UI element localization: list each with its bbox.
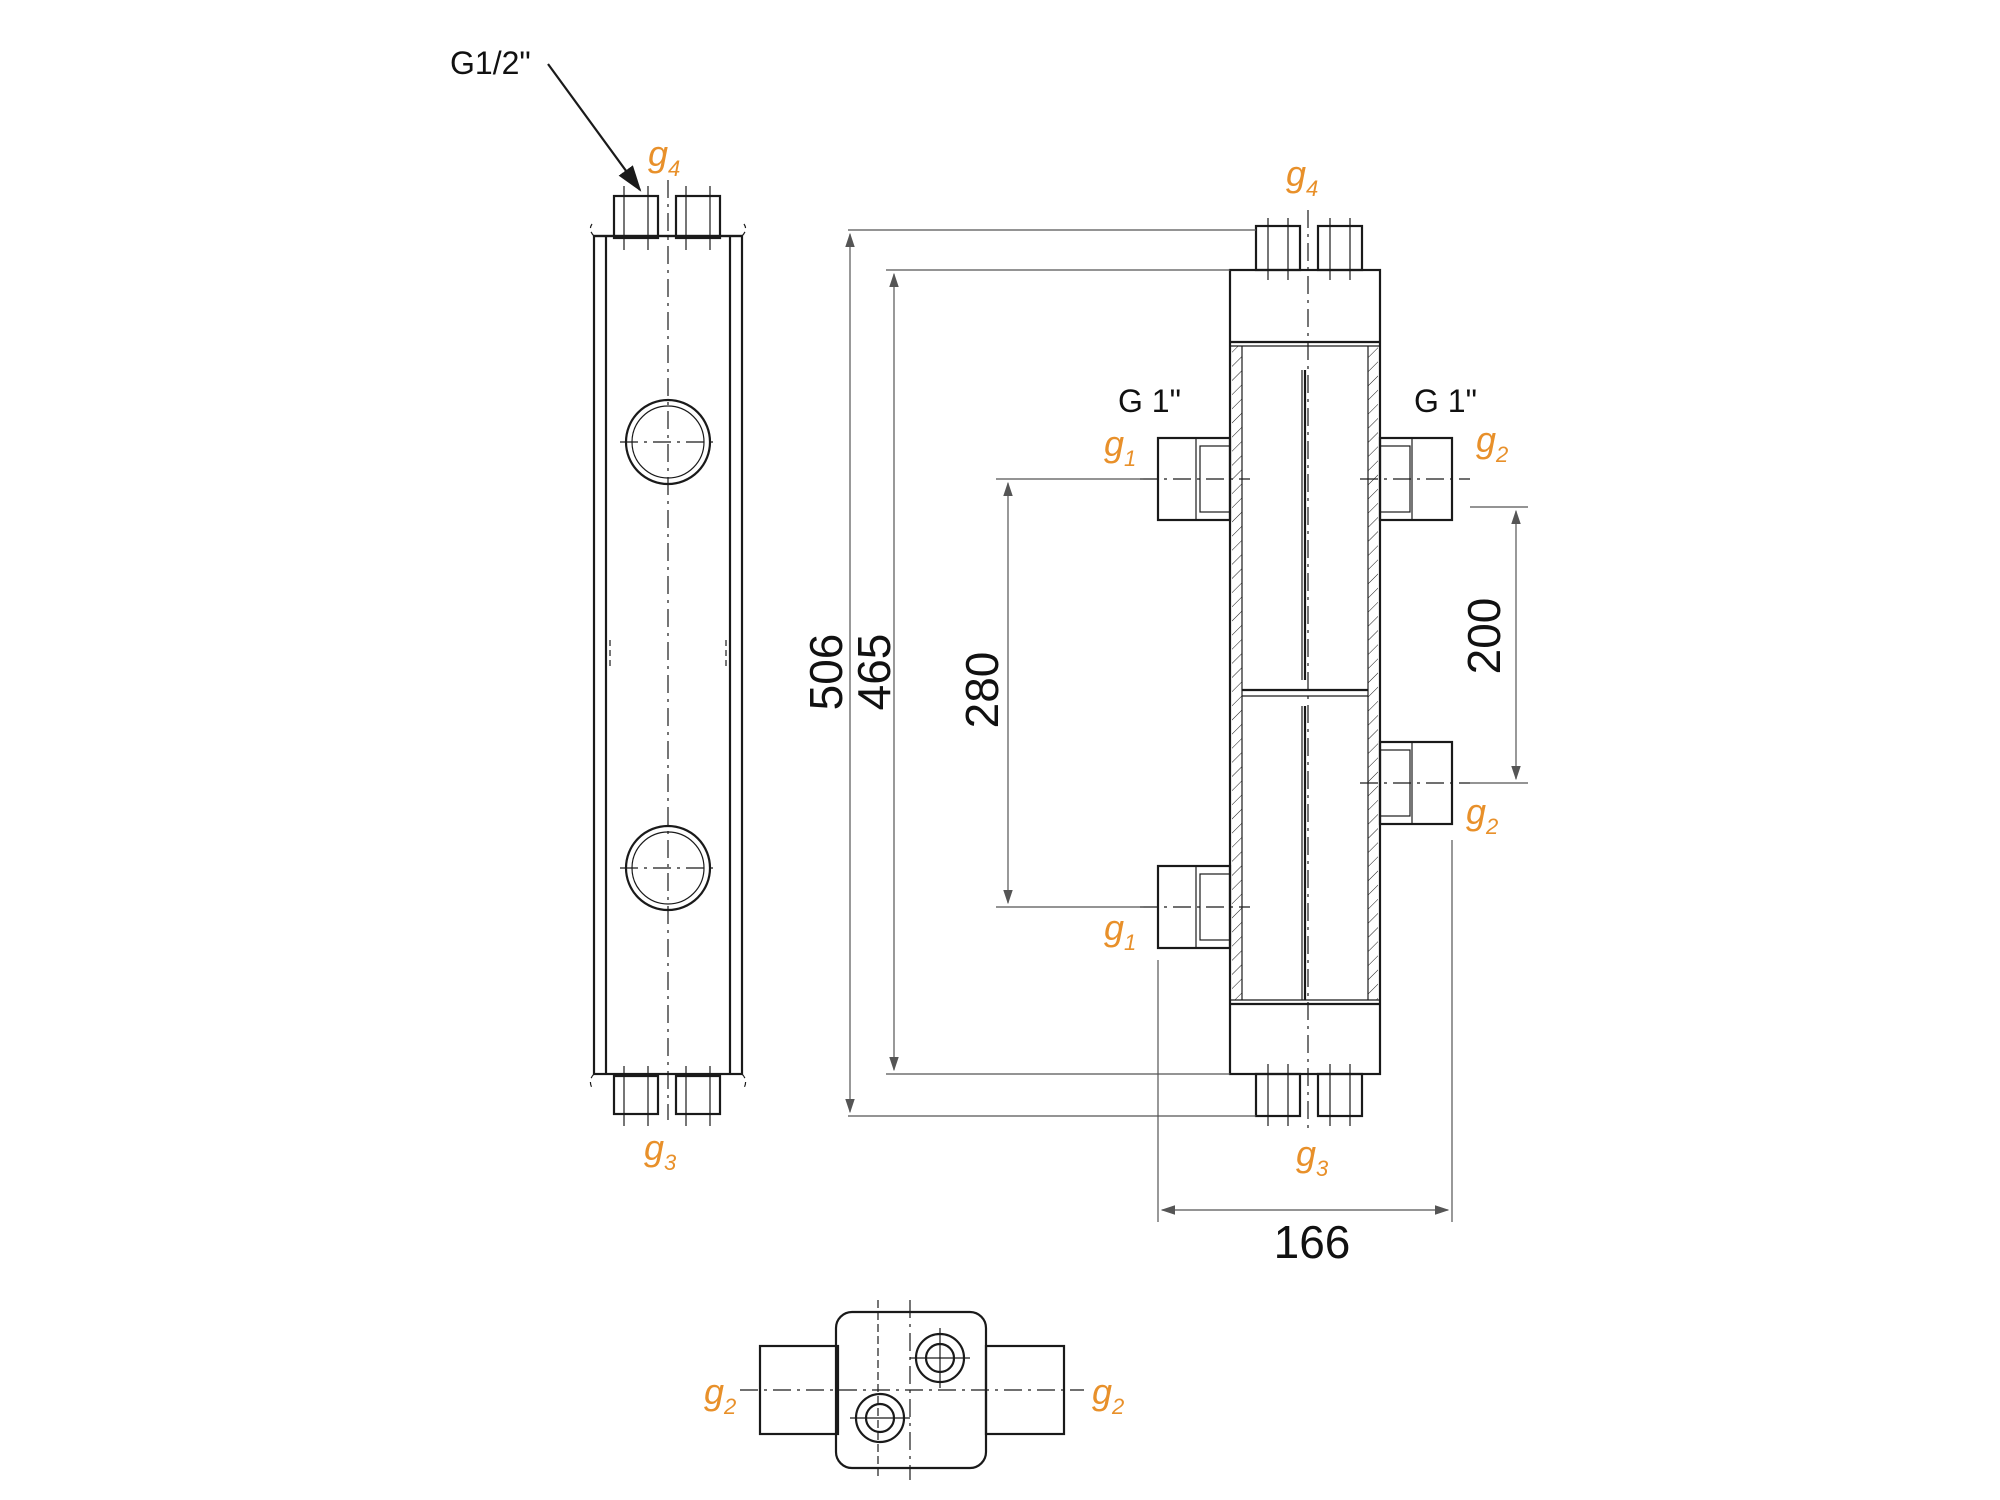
thread-note-right: G 1" <box>1414 383 1477 419</box>
side-bottom-nipple-left <box>612 1074 660 1116</box>
front-view <box>1140 210 1470 1130</box>
dim-280-label: 280 <box>956 652 1008 729</box>
port-label-g3-side: g3 <box>644 1127 677 1175</box>
side-top-nipple-left <box>612 194 660 240</box>
port-label-g2-top-left: g2 <box>704 1371 736 1419</box>
dim-465-label: 465 <box>848 634 900 711</box>
port-label-g2-lower: g2 <box>1466 791 1498 839</box>
top-view <box>740 1300 1084 1480</box>
port-label-g2-top-right: g2 <box>1092 1371 1124 1419</box>
side-view <box>547 63 747 1126</box>
port-label-g1-upper: g1 <box>1104 423 1136 471</box>
side-bottom-nipple-right <box>674 1074 722 1116</box>
port-label-g1-lower: g1 <box>1104 907 1136 955</box>
dimensions <box>845 229 1528 1222</box>
port-label-g3-front: g3 <box>1296 1133 1329 1181</box>
port-label-g2-upper: g2 <box>1476 419 1508 467</box>
port-label-g4-front: g4 <box>1286 153 1318 201</box>
thread-leader <box>547 63 642 192</box>
thread-note-top: G1/2" <box>450 45 531 81</box>
dim-166-label: 166 <box>1274 1216 1351 1268</box>
front-body <box>1228 268 1382 1076</box>
side-top-nipple-right <box>674 194 722 240</box>
thread-note-left: G 1" <box>1118 383 1181 419</box>
dim-200-label: 200 <box>1458 598 1510 675</box>
port-label-g4-side: g4 <box>648 133 680 181</box>
dim-506-label: 506 <box>800 634 852 711</box>
